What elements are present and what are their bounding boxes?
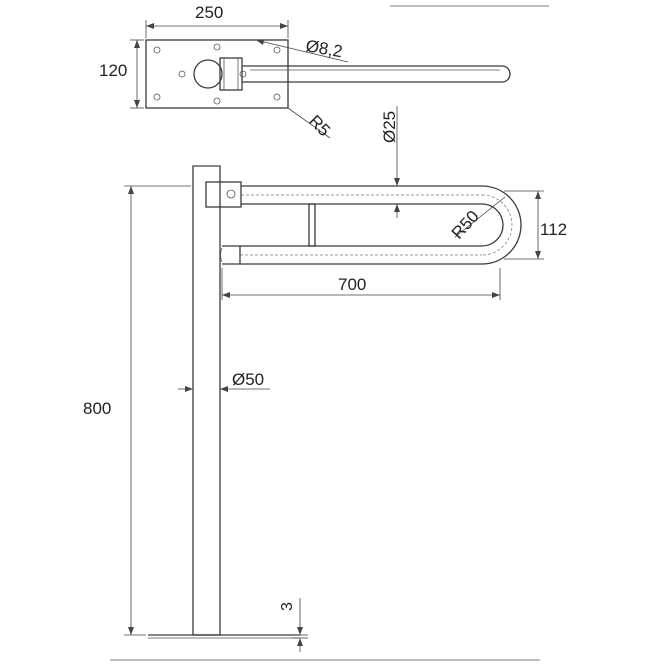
top-view: 250 120 Ø8,2 R5 bbox=[99, 3, 511, 140]
hinge-circle bbox=[193, 59, 223, 89]
rail-strut bbox=[308, 203, 316, 247]
rail-bend bbox=[481, 185, 522, 265]
top-view-arm bbox=[242, 65, 511, 83]
dim-plate-width: 250 bbox=[195, 3, 223, 22]
dim-bend-radius: R50 bbox=[448, 207, 483, 243]
dim-rail-length: 700 bbox=[338, 275, 366, 294]
hinge-block bbox=[205, 181, 242, 208]
post bbox=[192, 165, 221, 636]
dim-hole-diameter: Ø8,2 bbox=[304, 36, 344, 61]
mounting-plate bbox=[145, 39, 289, 109]
dim-post-height: 800 bbox=[83, 399, 111, 418]
front-view: Ø25 R50 112 700 Ø50 800 bbox=[83, 106, 567, 652]
dim-plate-height: 120 bbox=[99, 61, 127, 80]
dim-tube-diameter: Ø25 bbox=[380, 111, 399, 143]
dim-base-thickness: 3 bbox=[279, 602, 296, 611]
dim-plate-radius: R5 bbox=[305, 111, 334, 140]
dim-rail-height: 112 bbox=[540, 220, 567, 239]
dim-post-diameter: Ø50 bbox=[232, 370, 264, 389]
